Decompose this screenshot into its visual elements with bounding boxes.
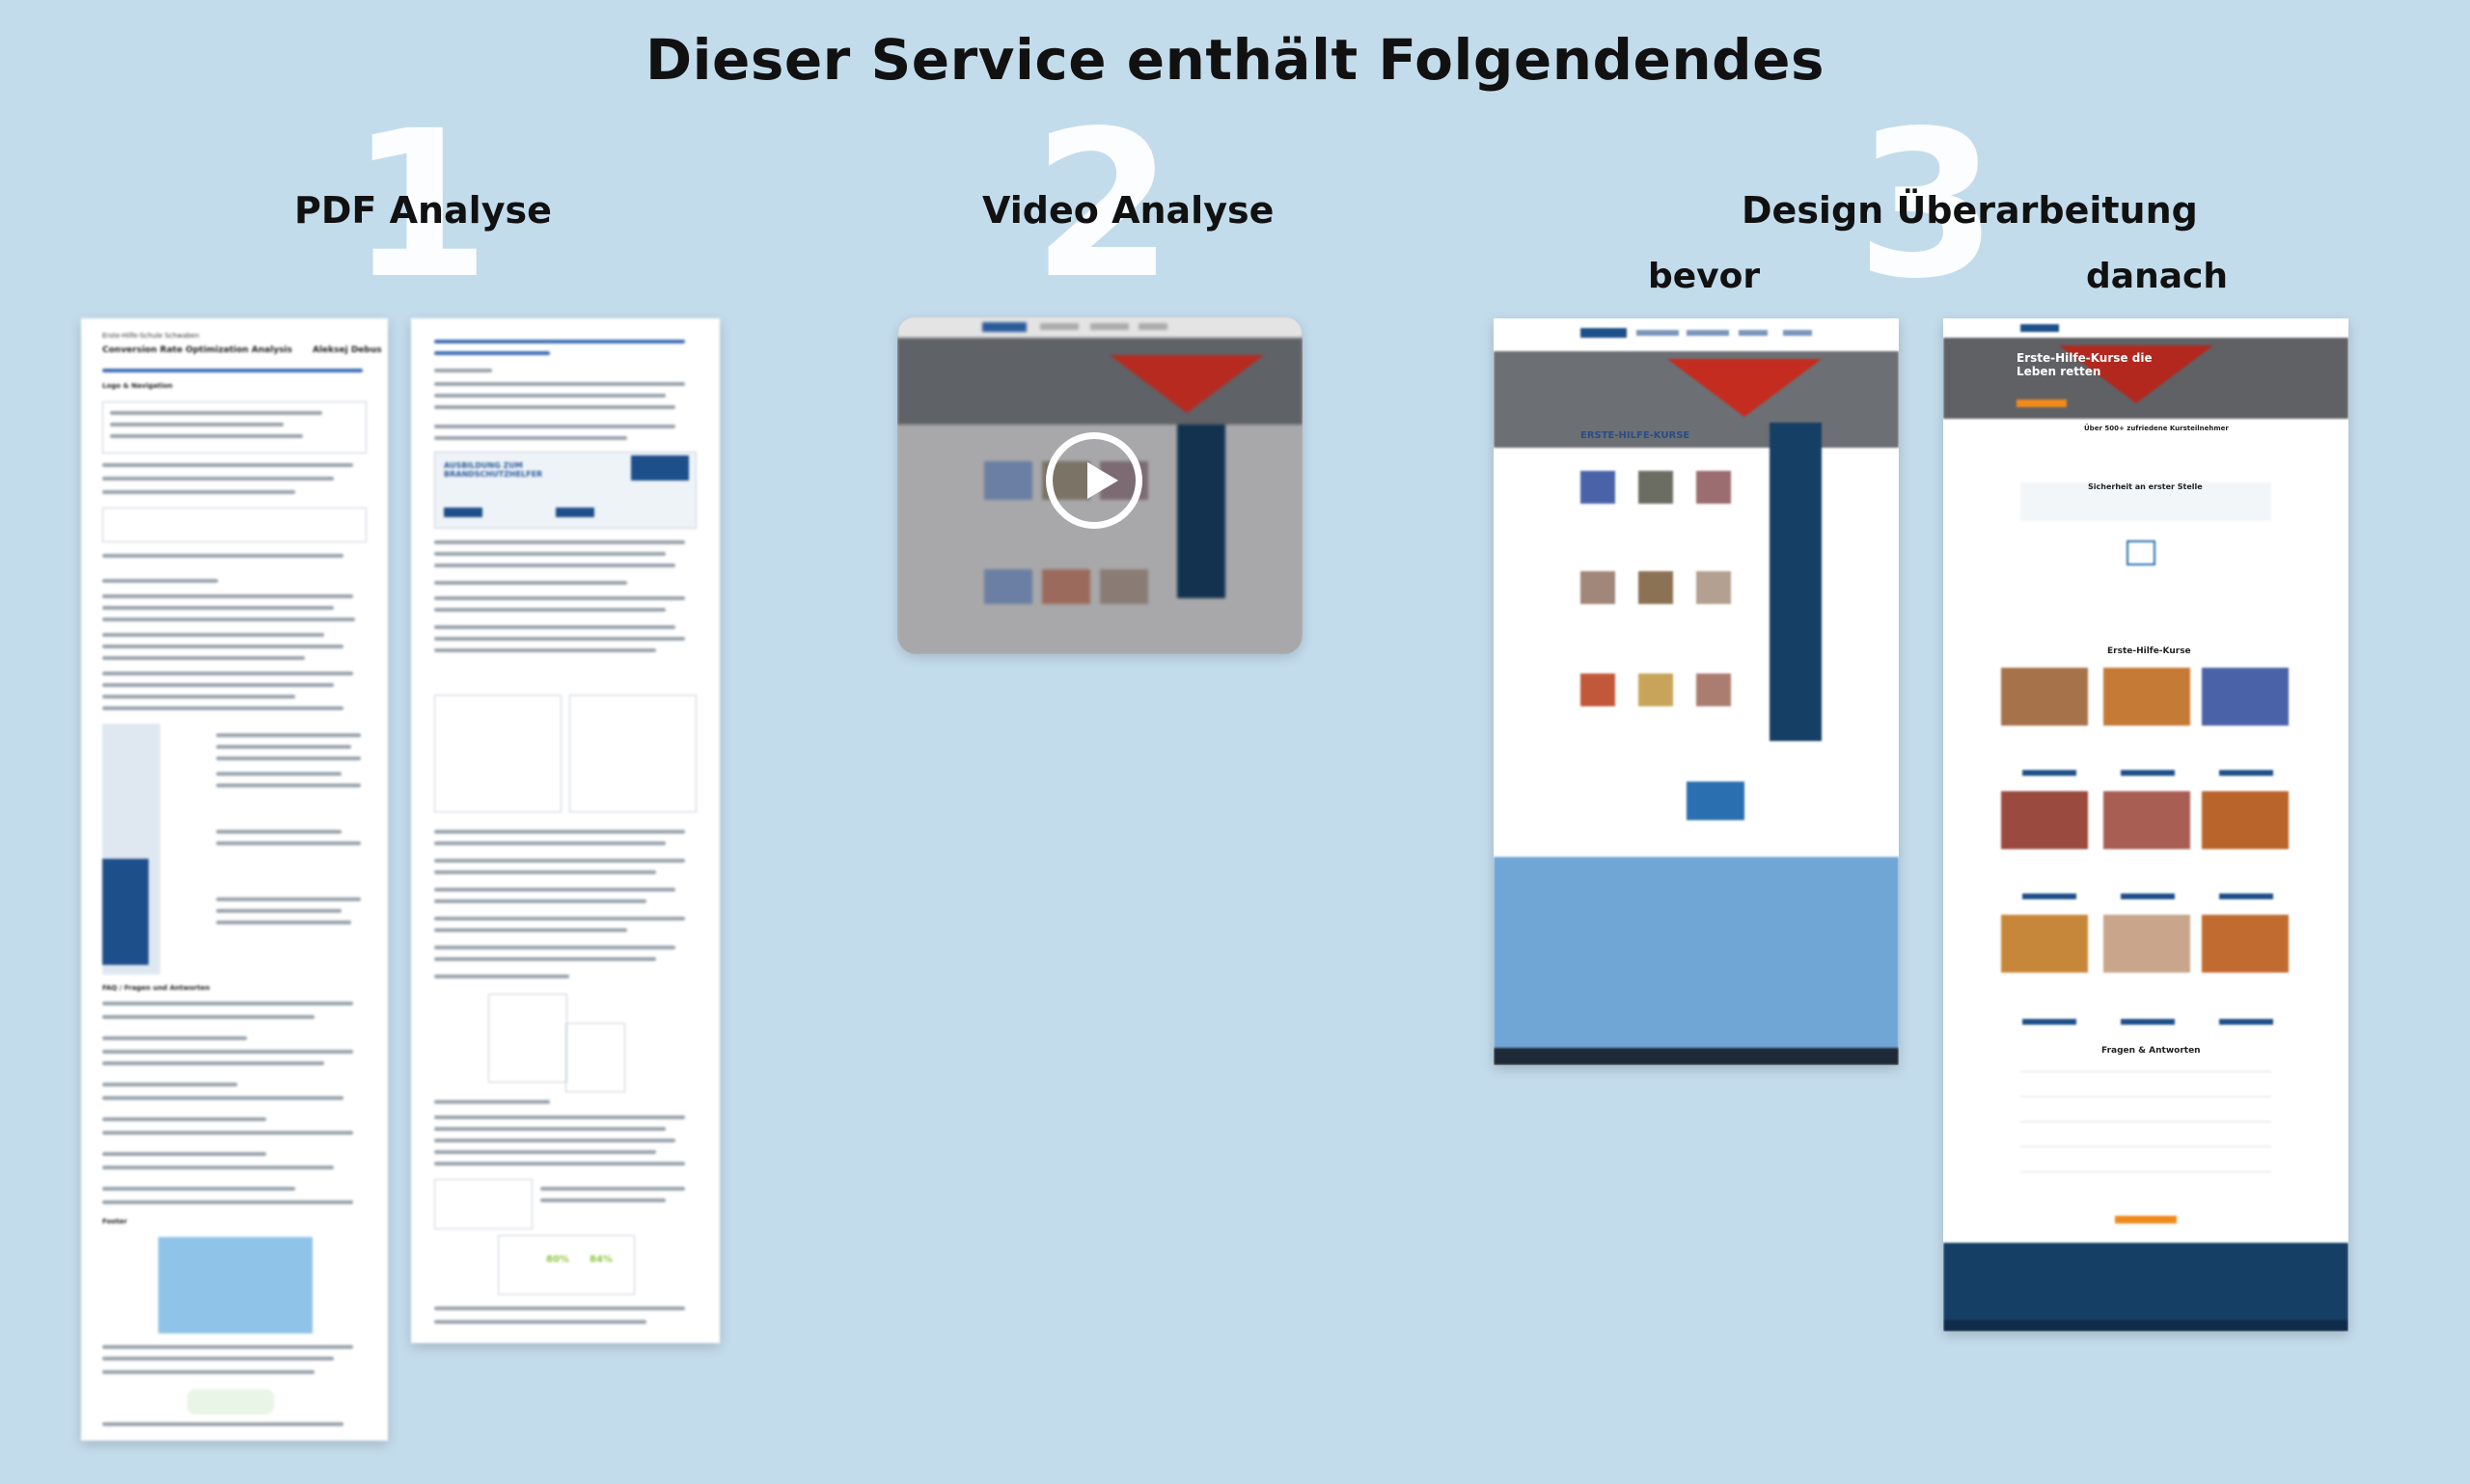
pdf-score-a: 80% <box>546 1254 569 1265</box>
video-analysis-thumbnail[interactable] <box>897 316 1303 654</box>
before-heading: ERSTE-HILFE-KURSE <box>1580 430 1690 441</box>
after-trust-line: Über 500+ zufriedene Kursteilnehmer <box>2084 425 2229 432</box>
step-1-number: 1 <box>349 87 491 323</box>
pdf-score-b: 84% <box>590 1254 613 1265</box>
pdf-section-footer: Footer <box>102 1218 127 1225</box>
website-before-screenshot: ERSTE-HILFE-KURSE <box>1494 318 1899 1065</box>
step-2-number: 2 <box>1032 87 1174 323</box>
step-3-number: 3 <box>1856 87 1998 323</box>
pdf-author: Aleksej Debus <box>313 345 382 355</box>
pdf-page-1: Erste-Hilfe-Schule Schwaben Conversion R… <box>81 318 388 1441</box>
step-1-label: PDF Analyse <box>294 189 552 232</box>
pdf-section-faq: FAQ / Fragen und Antworten <box>102 984 210 992</box>
pdf-page-2: AUSBILDUNG ZUM BRANDSCHUTZHELFER 80% 84% <box>411 318 720 1343</box>
before-label: bevor <box>1648 257 1761 296</box>
pdf-course-box: AUSBILDUNG ZUM BRANDSCHUTZHELFER <box>444 461 543 479</box>
after-label: danach <box>2086 257 2228 296</box>
page-headline: Dieser Service enthält Folgendendes <box>645 27 1825 93</box>
pdf-doc-title: Conversion Rate Optimization Analysis <box>102 345 292 355</box>
play-icon[interactable] <box>1046 432 1142 529</box>
pdf-org: Erste-Hilfe-Schule Schwaben <box>102 332 200 340</box>
after-section-title: Sicherheit an erster Stelle <box>2088 482 2203 491</box>
pdf-section-logo: Logo & Navigation <box>102 382 173 390</box>
step-3-label: Design Überarbeitung <box>1742 189 2198 232</box>
after-courses-title: Erste-Hilfe-Kurse <box>2107 646 2191 656</box>
after-hero-title: Erste-Hilfe-Kurse die Leben retten <box>2017 351 2153 378</box>
after-faq-title: Fragen & Antworten <box>2101 1046 2201 1056</box>
step-2-label: Video Analyse <box>982 189 1275 232</box>
website-after-screenshot: Erste-Hilfe-Kurse die Leben retten Über … <box>1943 318 2348 1332</box>
